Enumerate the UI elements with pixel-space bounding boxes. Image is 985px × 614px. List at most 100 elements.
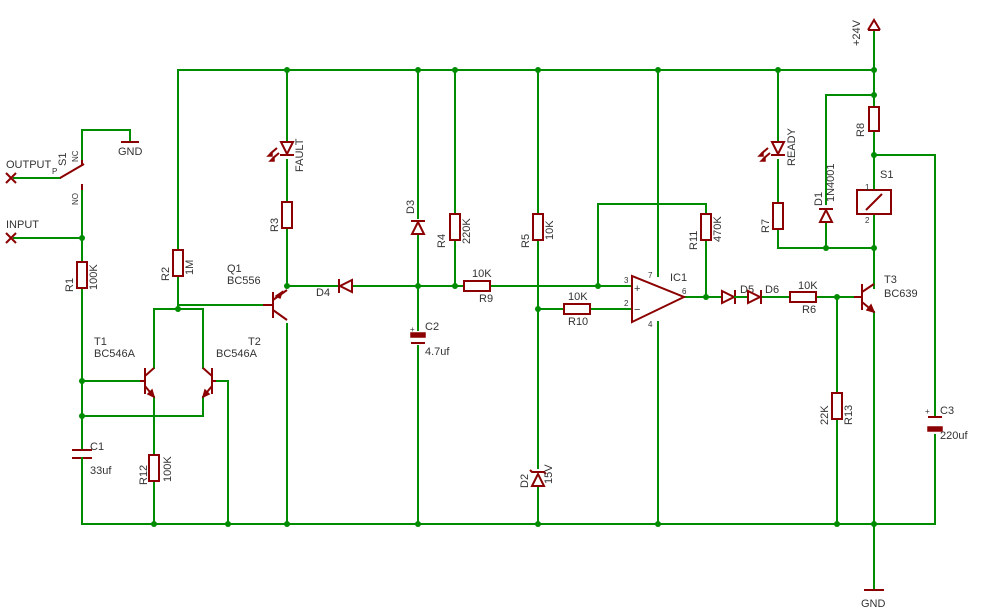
t2-name: T2 [248,336,261,348]
s1-ground-label: GND [118,146,143,158]
r11-name: R11 [688,231,700,250]
q1-value: BC556 [227,275,261,287]
output-label: OUTPUT [6,159,52,171]
svg-text:+: + [410,325,415,334]
r2-name: R2 [160,267,172,281]
supply-label: +24V [851,19,863,46]
ground-label: GND [861,598,886,610]
t2-value: BC546A [216,348,258,360]
c3-name: C3 [940,405,954,417]
switch-s1-p: P [52,167,57,176]
d1-name: D1 [813,192,825,206]
relay-pin2: 2 [865,216,870,225]
diode-d5-icon [721,289,749,305]
resistor-r11-icon [700,213,712,241]
opamp-pin-vee: 4 [648,320,653,329]
switch-s1-name: S1 [57,153,69,166]
transistor-t2-icon [201,367,216,399]
led-fault-label: FAULT [294,138,306,172]
diode-d1-icon [818,207,834,223]
input-terminal-icon [5,232,17,244]
opamp-minus-sign: − [634,304,640,316]
resistor-r4-icon [449,213,461,241]
led-fault-icon [266,141,295,162]
r13-value: 22K [819,405,831,425]
opamp-plus-sign: + [634,283,640,295]
opamp-pin-plus: 3 [624,276,629,285]
supply-arrow-icon [867,18,881,31]
r7-name: R7 [760,219,772,233]
resistor-r2-icon [172,249,184,277]
resistor-r7-icon [772,202,784,230]
opamp-name: IC1 [670,272,687,284]
r10-name: R10 [568,316,588,328]
opamp-ic1-icon [631,274,687,324]
transistor-t3-icon [854,283,876,314]
d1-value: 1N4001 [825,163,837,202]
d2-value: 15V [543,464,555,484]
switch-s1-nc: NC [71,150,80,162]
r9-value: 10K [472,268,492,280]
resistor-r5-icon [532,213,544,241]
r4-name: R4 [436,234,448,248]
r6-value: 10K [798,280,818,292]
r12-name: R12 [138,465,150,485]
zener-d2-icon [529,469,547,487]
resistor-r13-icon [831,392,843,420]
output-terminal-icon [5,172,17,184]
switch-s1-no: NO [71,193,80,205]
resistor-r3-icon [281,201,293,229]
r12-value: 100K [162,456,174,482]
c2-name: C2 [425,321,439,333]
t1-value: BC546A [94,348,136,360]
q1-name: Q1 [227,263,242,275]
transistor-q1-icon [262,289,288,321]
input-label: INPUT [6,219,39,231]
r9-name: R9 [479,293,493,305]
r13-name: R13 [843,405,855,425]
c3-value: 220uf [940,430,968,442]
c2-value: 4.7uf [425,346,450,358]
t3-value: BC639 [884,288,918,300]
r2-value: 1M [184,260,196,275]
relay-pin1: 1 [865,183,870,192]
relay-coil-icon [856,189,892,215]
resistor-r12-icon [148,454,160,482]
r1-value: 100K [88,264,100,290]
wires [13,29,936,591]
r10-value: 10K [568,291,588,303]
d2-name: D2 [519,474,531,488]
r5-value: 10K [544,220,556,240]
t3-name: T3 [884,274,897,286]
opamp-pin-out: 6 [682,287,687,296]
svg-text:+: + [925,407,930,416]
r8-name: R8 [855,123,867,137]
resistor-r9-icon [463,280,491,292]
capacitor-c3-icon: + [925,407,943,432]
r6-name: R6 [802,304,816,316]
led-ready-icon [757,141,786,162]
diode-d4-icon [337,278,353,294]
r1-name: R1 [64,278,76,292]
relay-name: S1 [880,169,893,181]
r11-value: 470K [712,216,724,242]
r4-value: 220K [461,218,473,244]
c1-name: C1 [90,441,104,453]
d3-name: D3 [405,200,417,214]
led-ready-label: READY [786,127,798,166]
diode-d3-icon [410,219,426,235]
resistor-r1-icon [76,261,88,289]
d4-name: D4 [316,287,330,299]
d6-name: D6 [765,284,779,296]
diode-d6-icon [747,289,763,305]
r3-name: R3 [269,218,281,232]
resistor-r8-icon [868,106,880,132]
transistor-t1-icon [140,367,156,399]
resistor-r10-icon [563,303,591,315]
opamp-pin-vcc: 7 [648,271,653,280]
switch-s1-icon [59,160,85,190]
junction-dots [79,67,877,527]
capacitor-c1-icon [72,449,92,467]
capacitor-c2-icon: + [410,325,426,344]
c1-value: 33uf [90,465,112,477]
